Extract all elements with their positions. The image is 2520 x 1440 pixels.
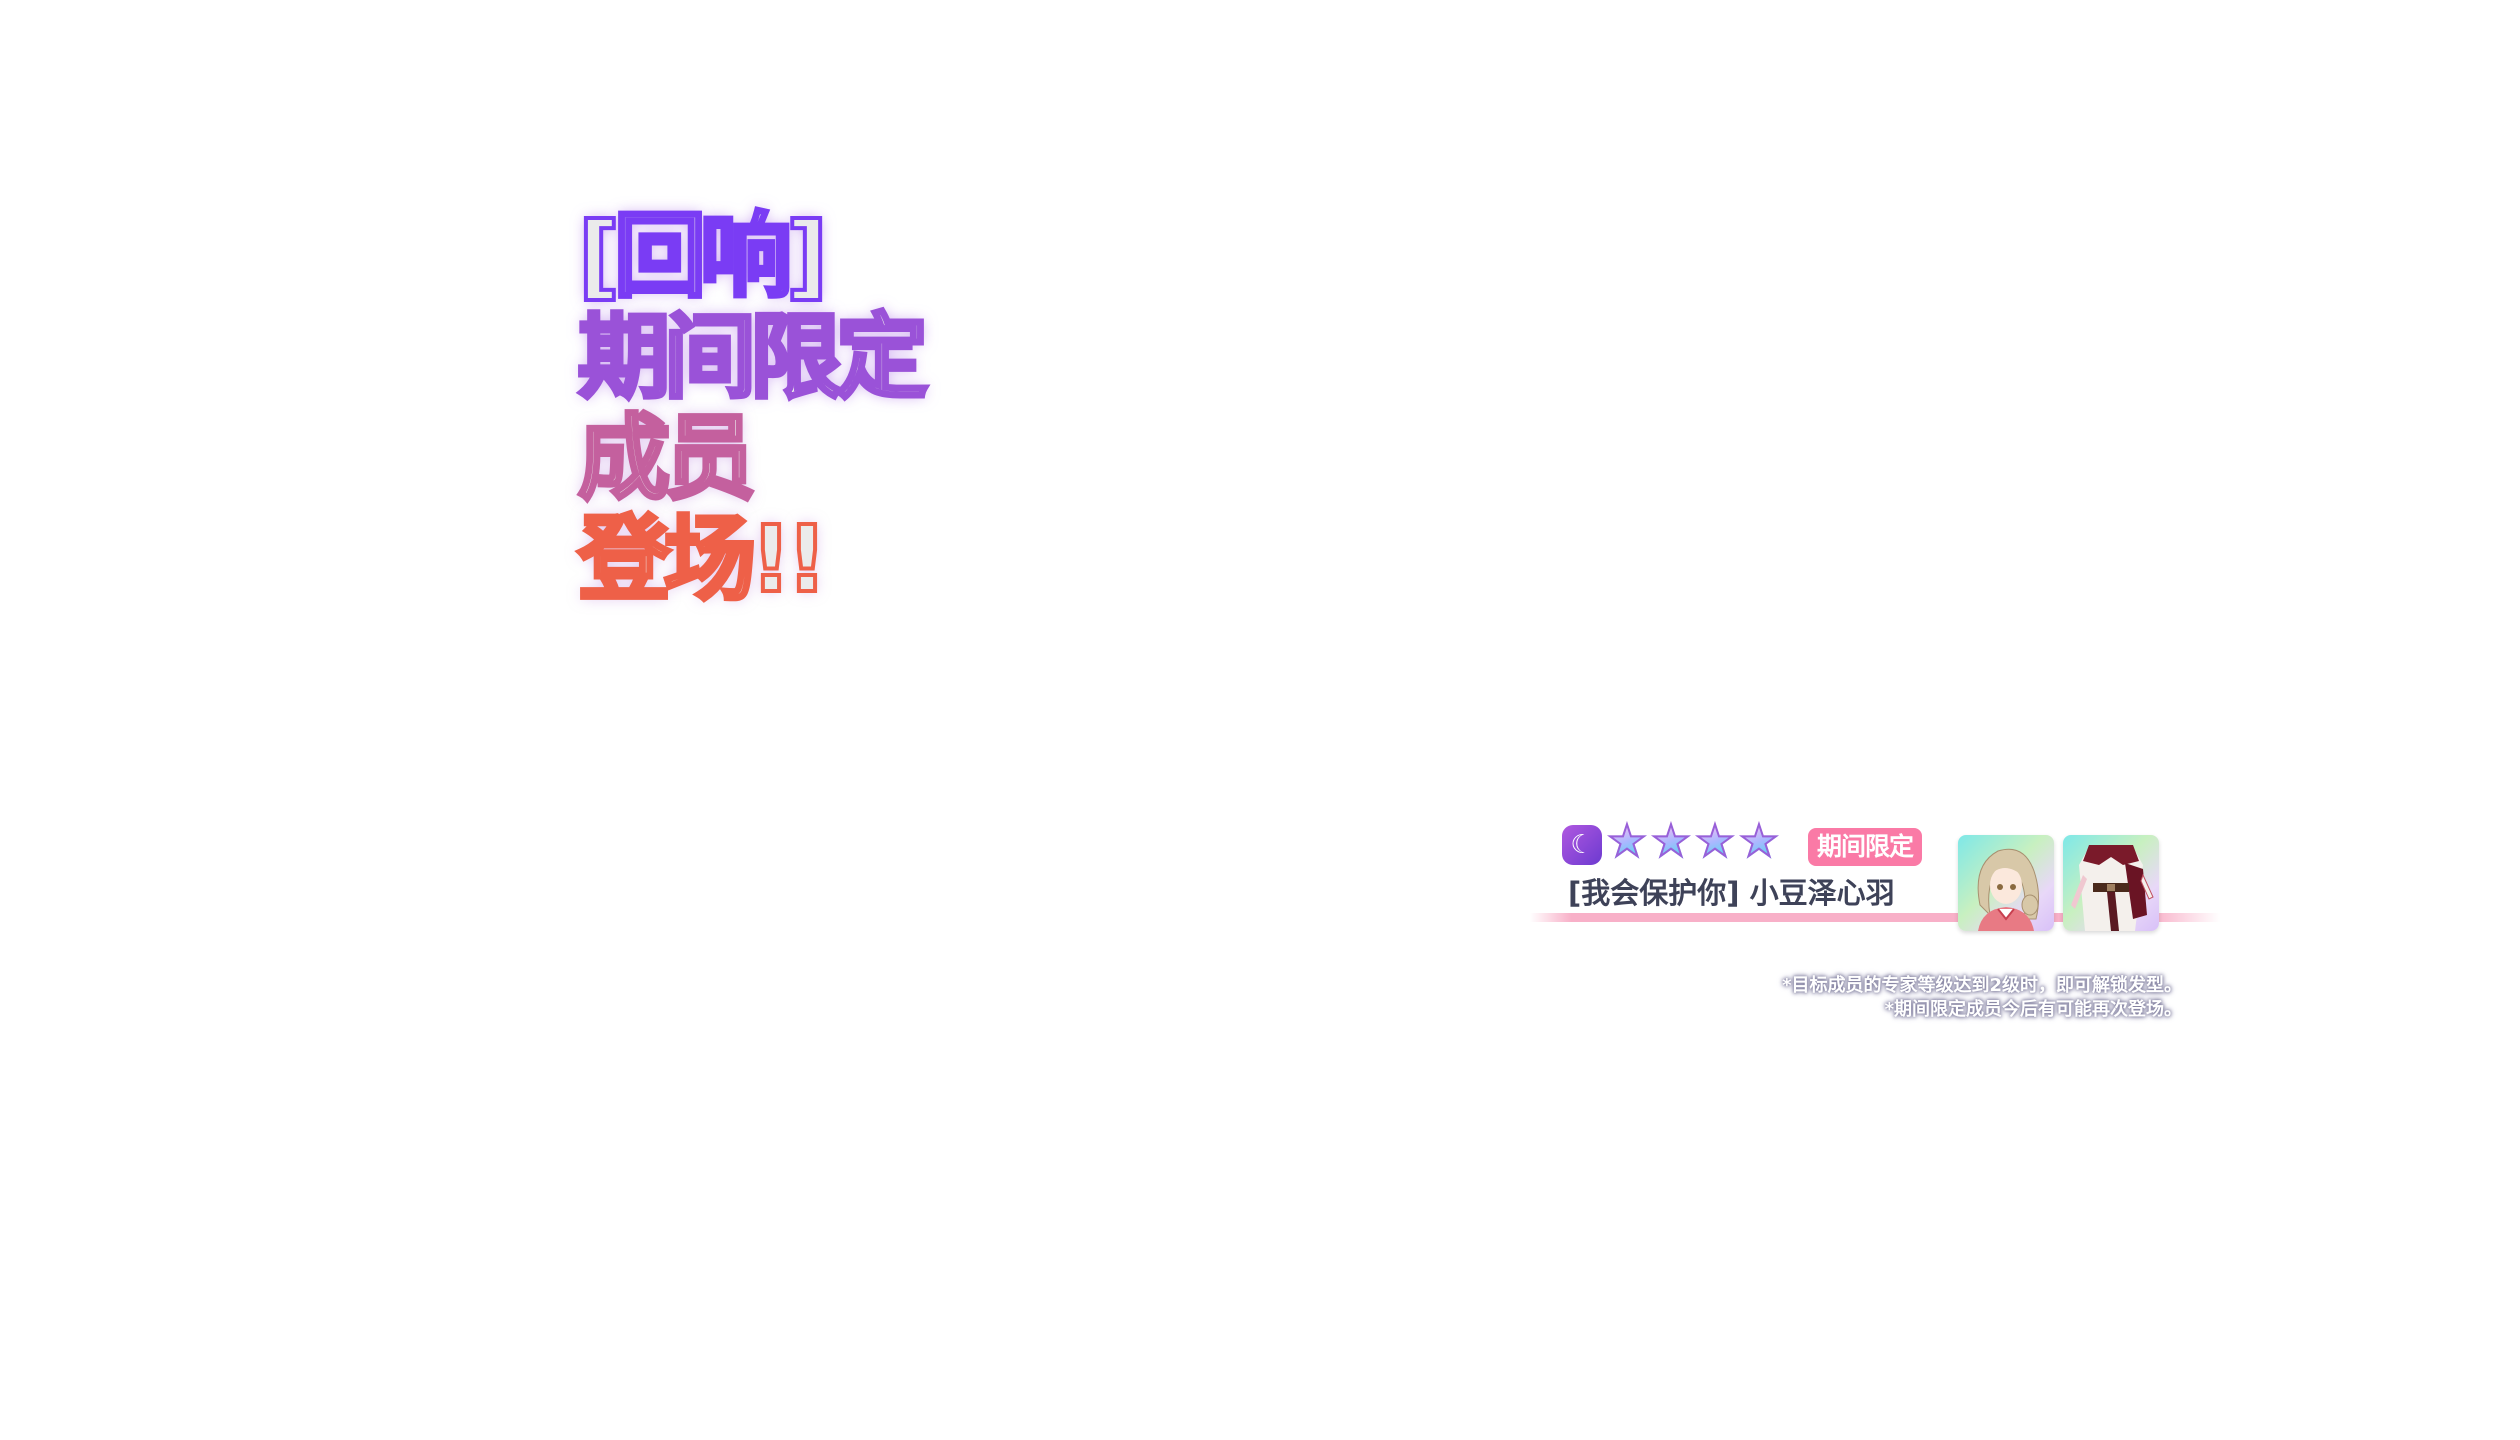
moon-icon: ☾: [1562, 825, 1602, 865]
outfit-thumbnail[interactable]: [2063, 835, 2159, 931]
event-headline: [回响] 期间限定 成员 登场!!: [576, 203, 930, 613]
footnotes: *目标成员的专家等级达到2级时，即可解锁发型。 *期间限定成员今后有可能再次登场…: [1782, 974, 2182, 1022]
limited-badge: 期间限定: [1808, 828, 1923, 866]
star-icon: ★: [1738, 816, 1779, 867]
rarity-stars: ★ ★ ★ ★: [1606, 816, 1780, 867]
headline-line-limited: 期间限定: [576, 304, 930, 411]
star-icon: ★: [1650, 816, 1691, 867]
star-icon: ★: [1606, 816, 1647, 867]
footnote-hairstyle-unlock: *目标成员的专家等级达到2级时，即可解锁发型。: [1782, 975, 2182, 996]
hairstyle-icon: [1977, 848, 2040, 931]
hairstyle-thumbnail[interactable]: [1958, 835, 2054, 931]
member-card[interactable]: ☾ ★ ★ ★ ★ 期间限定 [我会保护你] 小豆泽心羽: [1530, 815, 2220, 940]
star-icon: ★: [1694, 816, 1735, 867]
headline-line-echo: [回响]: [576, 203, 830, 310]
footnote-may-return: *期间限定成员今后有可能再次登场。: [1884, 999, 2182, 1020]
card-underline: [1530, 913, 2220, 922]
member-name: [我会保护你] 小豆泽心羽: [1568, 876, 1895, 910]
outfit-icon: [2071, 845, 2154, 931]
headline-line-member: 成员: [576, 405, 758, 512]
headline-line-appear: 登场!!: [576, 506, 830, 613]
